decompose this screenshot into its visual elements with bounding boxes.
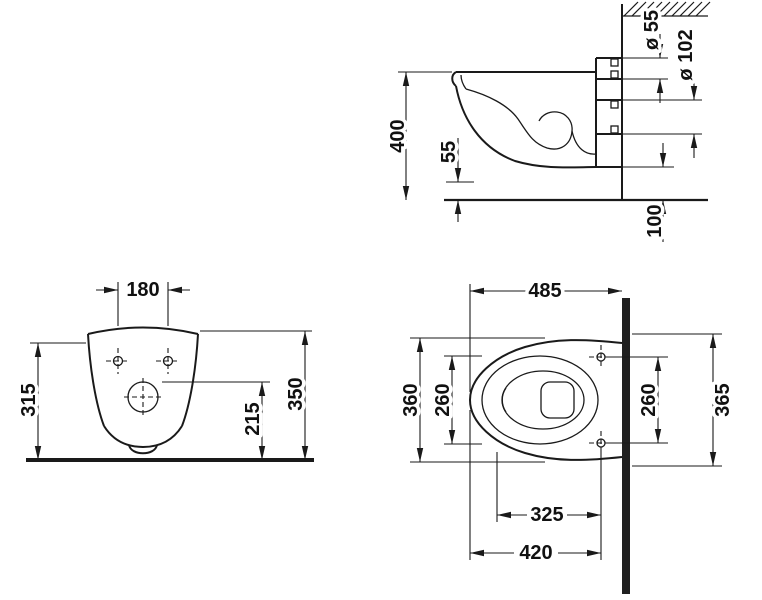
dim-fixing-width: 260 bbox=[605, 356, 668, 444]
dim-outlet-diameter: ø 102 bbox=[623, 26, 702, 158]
dim-width: 360 bbox=[397, 337, 545, 463]
wall-hatching bbox=[623, 1, 711, 17]
dim-label-dia102: ø 102 bbox=[675, 29, 697, 80]
fixing-holes-plan bbox=[589, 345, 613, 455]
wall-bar-plan bbox=[622, 298, 630, 594]
dim-label-350: 350 bbox=[285, 377, 307, 410]
dim-label-260-right: 260 bbox=[638, 383, 660, 416]
dim-label-260-left: 260 bbox=[432, 383, 454, 416]
dim-side-front-clearance: 55 bbox=[435, 137, 474, 222]
dim-label-400: 400 bbox=[387, 119, 409, 152]
dim-inner-depth: 325 bbox=[496, 452, 601, 530]
dim-seat-inner-width: 260 bbox=[429, 355, 482, 445]
dim-label-325: 325 bbox=[530, 504, 563, 526]
toilet-front-outline bbox=[87, 326, 199, 455]
dim-fixing-hole-spacing: 180 bbox=[96, 276, 190, 326]
dim-label-180: 180 bbox=[126, 279, 159, 301]
side-section-view: 400 55 ø 55 ø 102 bbox=[384, 1, 711, 242]
dim-height-left: 315 bbox=[15, 342, 86, 460]
dim-height-inner: 215 bbox=[162, 381, 270, 460]
dim-label-55: 55 bbox=[438, 141, 460, 163]
dim-label-485: 485 bbox=[528, 280, 561, 302]
dim-outlet-height: 100 bbox=[623, 143, 674, 242]
dim-label-dia55: ø 55 bbox=[641, 10, 663, 50]
dim-side-height: 400 bbox=[384, 71, 452, 200]
fixing-holes-front bbox=[106, 348, 180, 374]
toilet-side-profile bbox=[451, 57, 621, 169]
dim-fixing-depth: 420 bbox=[469, 410, 602, 568]
dim-depth: 485 bbox=[469, 277, 622, 392]
dim-height-right: 350 bbox=[200, 330, 312, 460]
dim-label-420: 420 bbox=[519, 542, 552, 564]
dim-width-outer: 365 bbox=[632, 333, 738, 467]
front-view: 180 315 350 215 bbox=[15, 276, 314, 462]
dim-label-360: 360 bbox=[400, 383, 422, 416]
dim-flush-pipe-diameter: ø 55 bbox=[623, 6, 668, 103]
toilet-plan-outline bbox=[469, 339, 623, 461]
dim-label-315: 315 bbox=[18, 383, 40, 416]
dim-label-365: 365 bbox=[712, 383, 734, 416]
dim-label-215: 215 bbox=[242, 402, 264, 435]
water-inlet-front bbox=[124, 378, 162, 416]
dim-label-100: 100 bbox=[644, 204, 666, 237]
plan-view: 485 360 260 260 365 bbox=[397, 277, 738, 594]
